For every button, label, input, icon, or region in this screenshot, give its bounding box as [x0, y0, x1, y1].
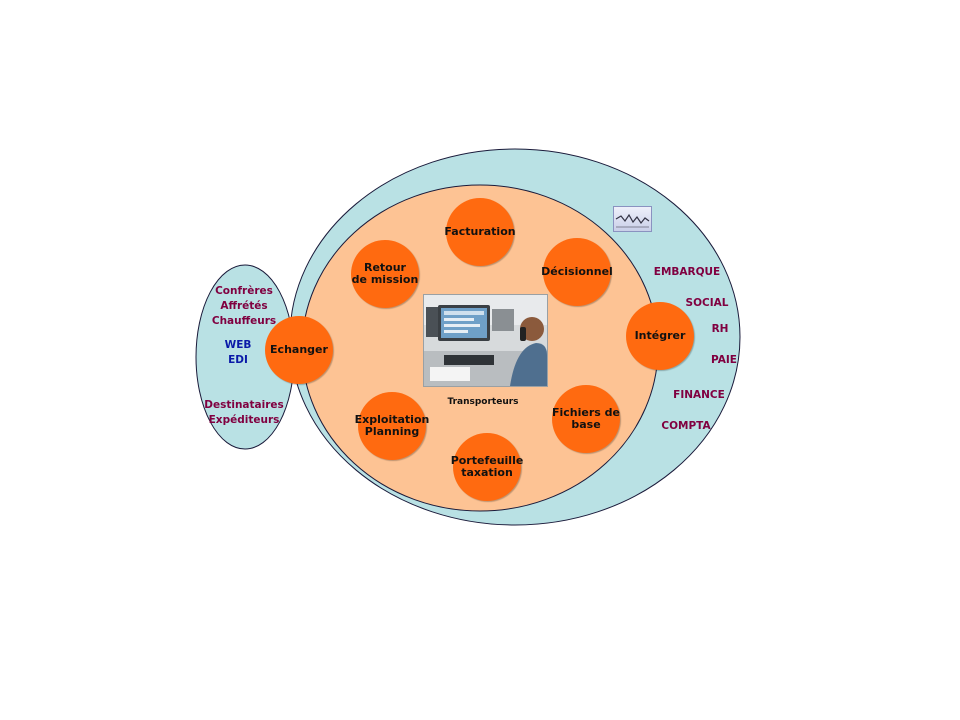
label-rh: RH	[711, 323, 729, 335]
web-edi-label: WEB EDI	[224, 339, 252, 366]
node-echanger: Echanger	[265, 316, 333, 384]
recipients-label: Destinataires Expéditeurs	[204, 399, 284, 426]
node-integrer: Intégrer	[626, 302, 694, 370]
label-social: SOCIAL	[685, 297, 729, 309]
node-retour-de-mission: Retour de mission	[351, 240, 419, 308]
node-fichiers-de-base: Fichiers de base	[552, 385, 620, 453]
photo-dispatcher	[423, 294, 548, 387]
partners-label: Confrères Affrétés Chauffeurs	[211, 285, 277, 327]
node-exploitation-planning: Exploitation Planning	[355, 392, 429, 460]
chart-icon	[613, 206, 652, 232]
node-decisionnel: Décisionnel	[541, 238, 613, 306]
center-caption: Transporteurs	[447, 397, 519, 407]
label-finance: FINANCE	[673, 389, 725, 401]
label-paie: PAIE	[711, 354, 737, 366]
label-embarque: EMBARQUE	[653, 266, 721, 278]
label-compta: COMPTA	[661, 420, 711, 432]
node-facturation: Facturation	[444, 198, 516, 266]
node-portefeuille-taxation: Portefeuille taxation	[451, 433, 523, 501]
